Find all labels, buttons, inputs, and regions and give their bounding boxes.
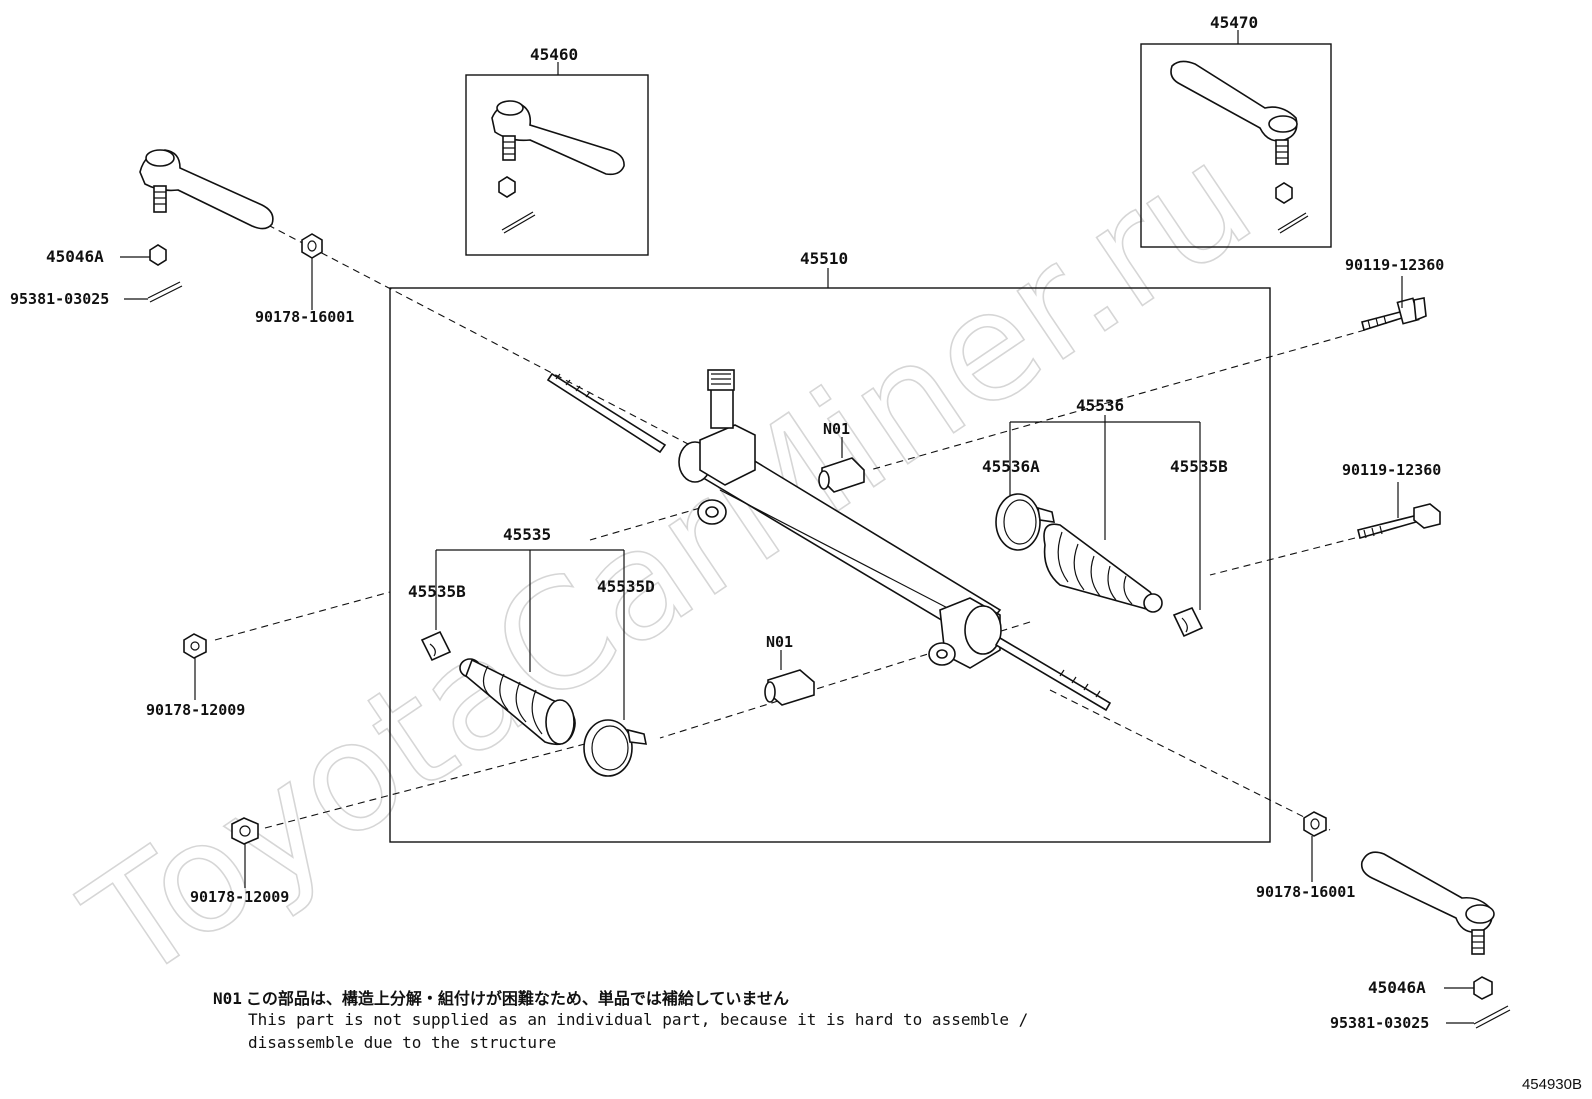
clamp-icon bbox=[995, 493, 1056, 551]
label-45536: 45536 bbox=[1076, 396, 1124, 415]
nut-90178-12009-lower[interactable]: 90178-12009 bbox=[190, 817, 289, 906]
footnote-english-line1: This part is not supplied as an individu… bbox=[248, 1010, 1029, 1029]
boot-icon bbox=[459, 658, 576, 746]
tie-rod-end-icon bbox=[1170, 60, 1298, 165]
tie-rod-end-right[interactable]: 45046A 95381-03025 bbox=[1330, 851, 1511, 1032]
label-90119-12360-lower: 90119-12360 bbox=[1342, 461, 1441, 479]
boot-kit-45535[interactable]: 45535 45535B 45535D bbox=[408, 525, 655, 777]
steering-rack-icon bbox=[546, 369, 1112, 712]
nut-icon bbox=[498, 176, 516, 198]
label-90178-16001-right: 90178-16001 bbox=[1256, 883, 1355, 901]
footnote-english-line2: disassemble due to the structure bbox=[248, 1033, 557, 1052]
steering-gear-box-45510[interactable]: 45510 bbox=[389, 249, 1271, 843]
bolt-90119-12360-lower[interactable]: 90119-12360 bbox=[1342, 461, 1441, 539]
label-90119-12360-upper: 90119-12360 bbox=[1345, 256, 1444, 274]
label-n01-lower: N01 bbox=[766, 633, 793, 651]
footnote-code: N01 bbox=[213, 989, 242, 1008]
cotter-pin-icon bbox=[147, 281, 183, 303]
label-95381-left: 95381-03025 bbox=[10, 290, 109, 308]
label-45046a-right: 45046A bbox=[1368, 978, 1426, 997]
n01-bushing-upper[interactable]: N01 bbox=[818, 420, 865, 493]
tie-rod-end-box-45470[interactable]: 45470 bbox=[1140, 13, 1332, 248]
n01-bushing-lower[interactable]: N01 bbox=[764, 633, 815, 706]
bushing-90178-16001-left[interactable]: 90178-16001 bbox=[255, 233, 354, 326]
footnote-japanese-text: この部品は、構造上分解・組付けが困難なため、単品では補給していません bbox=[245, 989, 789, 1008]
nut-icon bbox=[1473, 976, 1493, 1000]
label-45535b-left: 45535B bbox=[408, 582, 466, 601]
label-45046a-left: 45046A bbox=[46, 247, 104, 266]
tie-rod-end-icon bbox=[491, 100, 625, 176]
clip-icon bbox=[1172, 606, 1204, 638]
label-90178-12009-lower: 90178-12009 bbox=[190, 888, 289, 906]
tie-rod-end-box-45460[interactable]: 45460 bbox=[465, 45, 649, 256]
label-95381-right: 95381-03025 bbox=[1330, 1014, 1429, 1032]
label-45536a: 45536A bbox=[982, 457, 1040, 476]
label-45535d: 45535D bbox=[597, 577, 655, 596]
label-45460: 45460 bbox=[530, 45, 578, 64]
bolt-90119-12360-upper[interactable]: 90119-12360 bbox=[1345, 256, 1444, 332]
boot-icon bbox=[1043, 523, 1163, 613]
bushing-90178-16001-right[interactable]: 90178-16001 bbox=[1256, 811, 1355, 901]
nut-icon bbox=[1275, 182, 1293, 204]
clip-icon bbox=[420, 630, 452, 662]
tie-rod-end-icon bbox=[139, 149, 274, 230]
cotter-pin-icon bbox=[1277, 212, 1309, 234]
cotter-pin-icon bbox=[501, 211, 536, 234]
label-90178-16001-left: 90178-16001 bbox=[255, 308, 354, 326]
figure-id: 454930B bbox=[1521, 1076, 1582, 1093]
label-45510: 45510 bbox=[800, 249, 848, 268]
boot-kit-45536[interactable]: 45536 45536A 45535B bbox=[982, 396, 1228, 638]
clamp-icon bbox=[583, 719, 648, 777]
label-45470: 45470 bbox=[1210, 13, 1258, 32]
tie-rod-end-icon bbox=[1360, 851, 1495, 955]
label-n01-upper: N01 bbox=[823, 420, 850, 438]
tie-rod-end-left[interactable]: 45046A 95381-03025 bbox=[10, 149, 274, 308]
cotter-pin-icon bbox=[1473, 1005, 1511, 1029]
label-90178-12009-upper: 90178-12009 bbox=[146, 701, 245, 719]
label-45535: 45535 bbox=[503, 525, 551, 544]
nut-90178-12009-upper[interactable]: 90178-12009 bbox=[146, 633, 245, 719]
nut-icon bbox=[149, 244, 167, 266]
label-45535b-right: 45535B bbox=[1170, 457, 1228, 476]
